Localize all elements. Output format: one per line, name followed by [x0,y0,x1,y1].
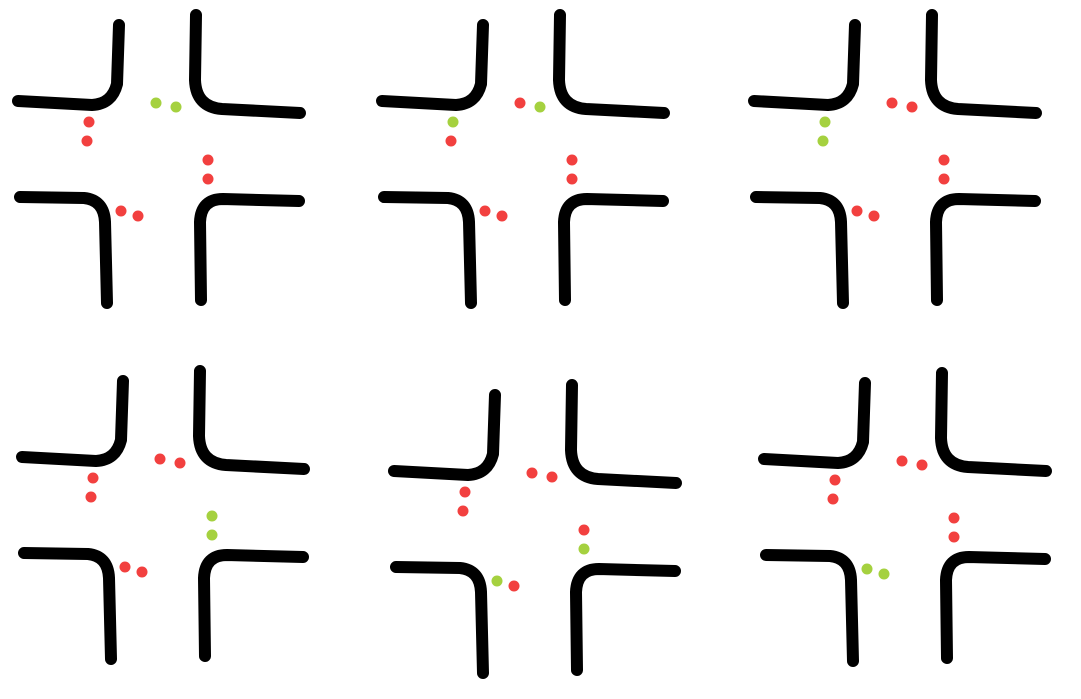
signal-light-south-2-red [445,135,457,147]
curb-top-right [935,367,1052,477]
signal-light-north-1-green [206,510,218,522]
curb-top-right [925,9,1042,119]
curb-top-left [748,19,861,111]
intersection-6 [758,367,1052,667]
curb-bottom-right [930,193,1041,306]
curb-top-right [189,9,306,119]
signal-light-east-2-red [174,457,186,469]
curb-top-left [388,389,501,481]
signal-light-west-1-green [861,563,873,575]
intersection-4 [16,365,310,665]
signal-light-north-2-green [206,529,218,541]
signal-light-east-2-red [906,101,918,113]
curb-bottom-right [558,193,669,306]
signal-light-west-2-red [508,580,520,592]
signal-light-east-1-green [150,97,162,109]
curb-bottom-left [750,191,849,309]
signal-light-west-2-red [868,210,880,222]
signal-light-north-2-green [578,543,590,555]
curb-bottom-left [378,191,477,309]
curb-top-right [193,365,310,475]
signal-light-south-2-red [85,491,97,503]
signal-light-north-1-red [578,524,590,536]
intersections-layer [12,9,1052,679]
curb-bottom-right [198,549,309,662]
signal-light-south-2-red [81,135,93,147]
signal-light-north-1-red [202,154,214,166]
signal-light-east-1-red [514,97,526,109]
signal-light-west-1-red [851,205,863,217]
signal-light-east-1-red [154,453,166,465]
signal-light-east-2-green [534,101,546,113]
signal-light-north-2-red [566,173,578,185]
signal-light-west-1-red [119,561,131,573]
signal-light-south-1-green [447,116,459,128]
curb-bottom-left [760,549,859,667]
curb-top-left [376,19,489,111]
curb-bottom-left [390,561,489,679]
signal-light-east-1-red [526,467,538,479]
curb-top-left [16,375,129,467]
signal-light-south-1-green [819,116,831,128]
curb-bottom-right [570,563,681,676]
signal-light-north-1-red [566,154,578,166]
signal-light-north-2-red [938,173,950,185]
signal-light-east-1-red [896,455,908,467]
curb-top-right [565,379,682,489]
intersection-1 [12,9,306,309]
signal-light-west-2-red [496,210,508,222]
signal-light-south-2-red [457,505,469,517]
signal-light-south-1-red [459,486,471,498]
curb-top-right [553,9,670,119]
signal-light-west-1-green [491,575,503,587]
signal-light-east-2-red [546,471,558,483]
curb-top-left [12,19,125,111]
curb-bottom-right [194,193,305,306]
signal-light-north-1-red [948,512,960,524]
signal-light-south-1-red [83,116,95,128]
signal-light-south-1-red [829,474,841,486]
signal-light-west-1-red [479,205,491,217]
intersection-3 [748,9,1042,309]
signal-light-east-2-green [170,101,182,113]
curb-bottom-left [14,191,113,309]
signal-light-north-2-red [202,173,214,185]
signal-light-east-2-red [916,459,928,471]
curb-bottom-right [940,551,1051,664]
signal-light-east-1-red [886,97,898,109]
intersection-5 [388,379,682,679]
signal-light-south-1-red [87,472,99,484]
signal-light-south-2-green [817,135,829,147]
signal-light-south-2-red [827,493,839,505]
curb-bottom-left [18,547,117,665]
intersection-2 [376,9,670,309]
signal-light-west-2-red [132,210,144,222]
signal-light-north-2-red [948,531,960,543]
signal-light-west-1-red [115,205,127,217]
signal-light-west-2-red [136,566,148,578]
signal-light-west-2-green [878,568,890,580]
curb-top-left [758,377,871,469]
signal-light-north-1-red [938,154,950,166]
